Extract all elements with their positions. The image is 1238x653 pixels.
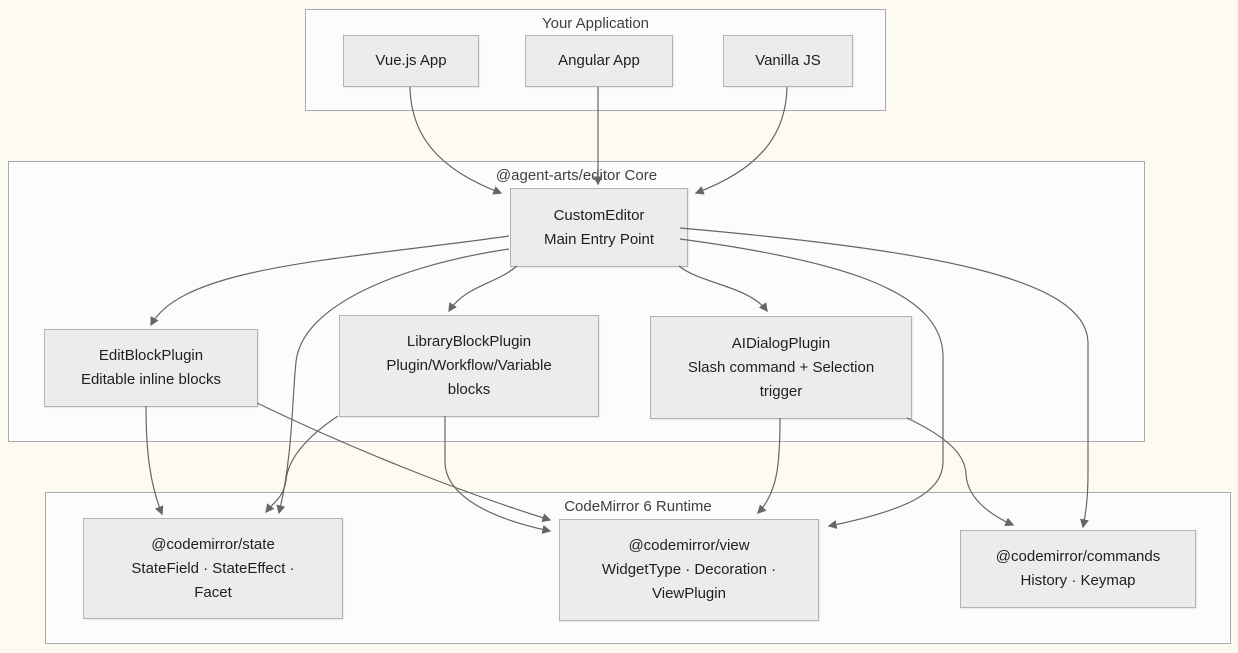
node-label: @codemirror/commands — [995, 548, 1161, 565]
node-label: EditBlockPlugin — [98, 347, 204, 364]
node-angular-app: Angular App — [525, 35, 673, 87]
group-your-application: Your Application Vue.js App Angular App … — [305, 9, 886, 111]
node-sublabel: StateField · StateEffect · — [131, 559, 295, 577]
node-label: LibraryBlockPlugin — [406, 333, 532, 350]
node-sublabel: Main Entry Point — [543, 230, 655, 248]
node-ai-dialog-plugin: AIDialogPlugin Slash command + Selection… — [650, 316, 912, 419]
node-vanilla-js: Vanilla JS — [723, 35, 853, 87]
node-sublabel: blocks — [447, 381, 491, 398]
node-sublabel: WidgetType · Decoration · — [601, 561, 777, 578]
group-title-your-application: Your Application — [541, 15, 650, 32]
group-title-editor-core: @agent-arts/editor Core — [495, 167, 658, 184]
node-sublabel: Plugin/Workflow/Variable — [386, 357, 552, 374]
node-codemirror-view: @codemirror/view WidgetType · Decoration… — [559, 519, 819, 621]
node-label: @codemirror/state — [151, 535, 275, 553]
group-title-codemirror-runtime: CodeMirror 6 Runtime — [564, 498, 712, 515]
node-vuejs-app: Vue.js App — [343, 35, 479, 87]
group-editor-core: @agent-arts/editor Core CustomEditor Mai… — [8, 161, 1145, 442]
node-sublabel: trigger — [759, 382, 803, 400]
node-custom-editor: CustomEditor Main Entry Point — [510, 188, 688, 267]
node-sublabel: Editable inline blocks — [80, 371, 222, 388]
group-codemirror-runtime: CodeMirror 6 Runtime @codemirror/state S… — [45, 492, 1231, 644]
node-sublabel: History · Keymap — [1020, 572, 1136, 589]
node-sublabel: ViewPlugin — [652, 585, 726, 602]
node-sublabel: Slash command + Selection — [687, 358, 875, 376]
node-label: Vue.js App — [375, 52, 447, 69]
node-edit-block-plugin: EditBlockPlugin Editable inline blocks — [44, 329, 258, 407]
node-sublabel: Facet — [194, 583, 232, 601]
node-codemirror-state: @codemirror/state StateField · StateEffe… — [83, 518, 343, 619]
node-label: Angular App — [558, 52, 640, 69]
node-library-block-plugin: LibraryBlockPlugin Plugin/Workflow/Varia… — [339, 315, 599, 417]
node-label: CustomEditor — [553, 206, 645, 224]
node-label: Vanilla JS — [755, 52, 821, 69]
node-codemirror-commands: @codemirror/commands History · Keymap — [960, 530, 1196, 608]
node-label: @codemirror/view — [628, 537, 750, 554]
node-label: AIDialogPlugin — [731, 334, 831, 352]
